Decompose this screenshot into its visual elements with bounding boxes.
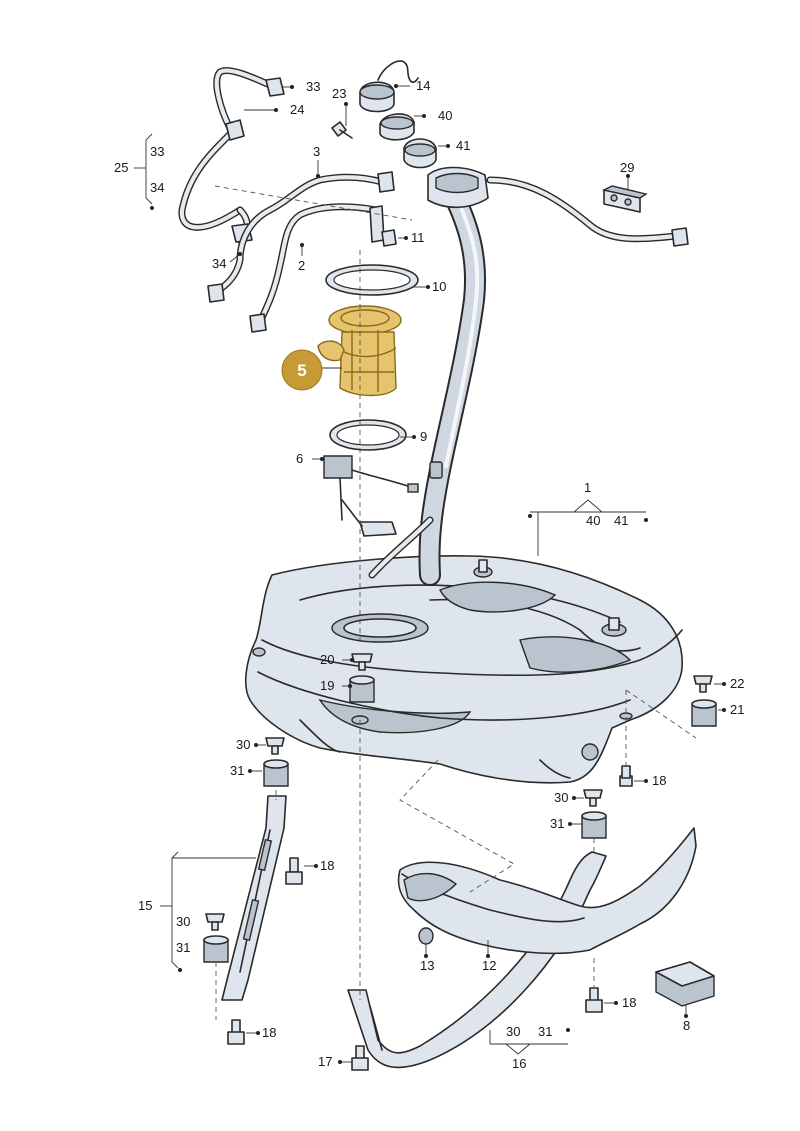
callout-12: 12 [482,958,496,973]
heat-shield [397,827,697,955]
callout-30-a: 30 [236,737,250,752]
bracket [601,185,648,213]
callout-15-31: 31 [176,940,190,955]
callout-25: 25 [114,160,128,175]
fuel-pump-module [317,305,402,397]
callout-41: 41 [456,138,470,153]
callout-23: 23 [332,86,346,101]
seal-ring-lower [329,419,407,451]
callout-16: 16 [512,1056,526,1071]
callout-33: 33 [306,79,320,94]
callout-1-41: 41 [614,513,628,528]
fuel-lines [178,67,397,333]
callout-20: 20 [320,652,334,667]
callout-25-33: 33 [150,144,164,159]
tank-strap-bottom [347,851,607,1069]
callout-1-40: 40 [586,513,600,528]
leader-lines [134,84,726,1064]
filler-cap-assembly [331,60,437,169]
callout-16-31: 31 [538,1024,552,1039]
fuel-tank [244,555,683,784]
callout-11: 11 [411,230,425,245]
callout-14: 14 [416,78,430,93]
highlight-badge: 5 [281,349,323,391]
callout-15: 15 [138,898,152,913]
callout-29: 29 [620,160,634,175]
callout-labels: 33 24 23 14 40 41 3 29 11 10 2 34 25 33 … [114,78,744,1071]
callout-30-b: 30 [554,790,568,805]
callout-10: 10 [432,279,446,294]
callout-18-a: 18 [652,773,666,788]
callout-19: 19 [320,678,334,693]
callout-31-a: 31 [230,763,244,778]
highlight-badge-label: 5 [297,361,306,380]
callout-18-d: 18 [262,1025,276,1040]
callout-15-30: 30 [176,914,190,929]
tank-strap-left [221,795,287,1001]
reference-lines [214,185,697,1020]
callout-17: 17 [318,1054,332,1069]
filler-neck [368,166,689,586]
callout-22: 22 [730,676,744,691]
callout-34: 34 [212,256,226,271]
highlight-badge-circle [281,349,323,391]
callout-18-b: 18 [320,858,334,873]
callout-40: 40 [438,108,452,123]
fuel-level-sender [323,455,419,537]
callout-2: 2 [298,258,305,273]
callout-24: 24 [290,102,304,117]
callout-21: 21 [730,702,744,717]
callout-6: 6 [296,451,303,466]
seal-ring [325,264,419,296]
callout-1: 1 [584,480,591,495]
callout-16-30: 30 [506,1024,520,1039]
callout-25-34: 34 [150,180,164,195]
fasteners [203,653,717,1071]
callout-13: 13 [420,958,434,973]
callout-9: 9 [420,429,427,444]
callout-31-b: 31 [550,816,564,831]
callout-3: 3 [313,144,320,159]
control-unit [655,961,715,1007]
callout-8: 8 [683,1018,690,1033]
callout-18-c: 18 [622,995,636,1010]
